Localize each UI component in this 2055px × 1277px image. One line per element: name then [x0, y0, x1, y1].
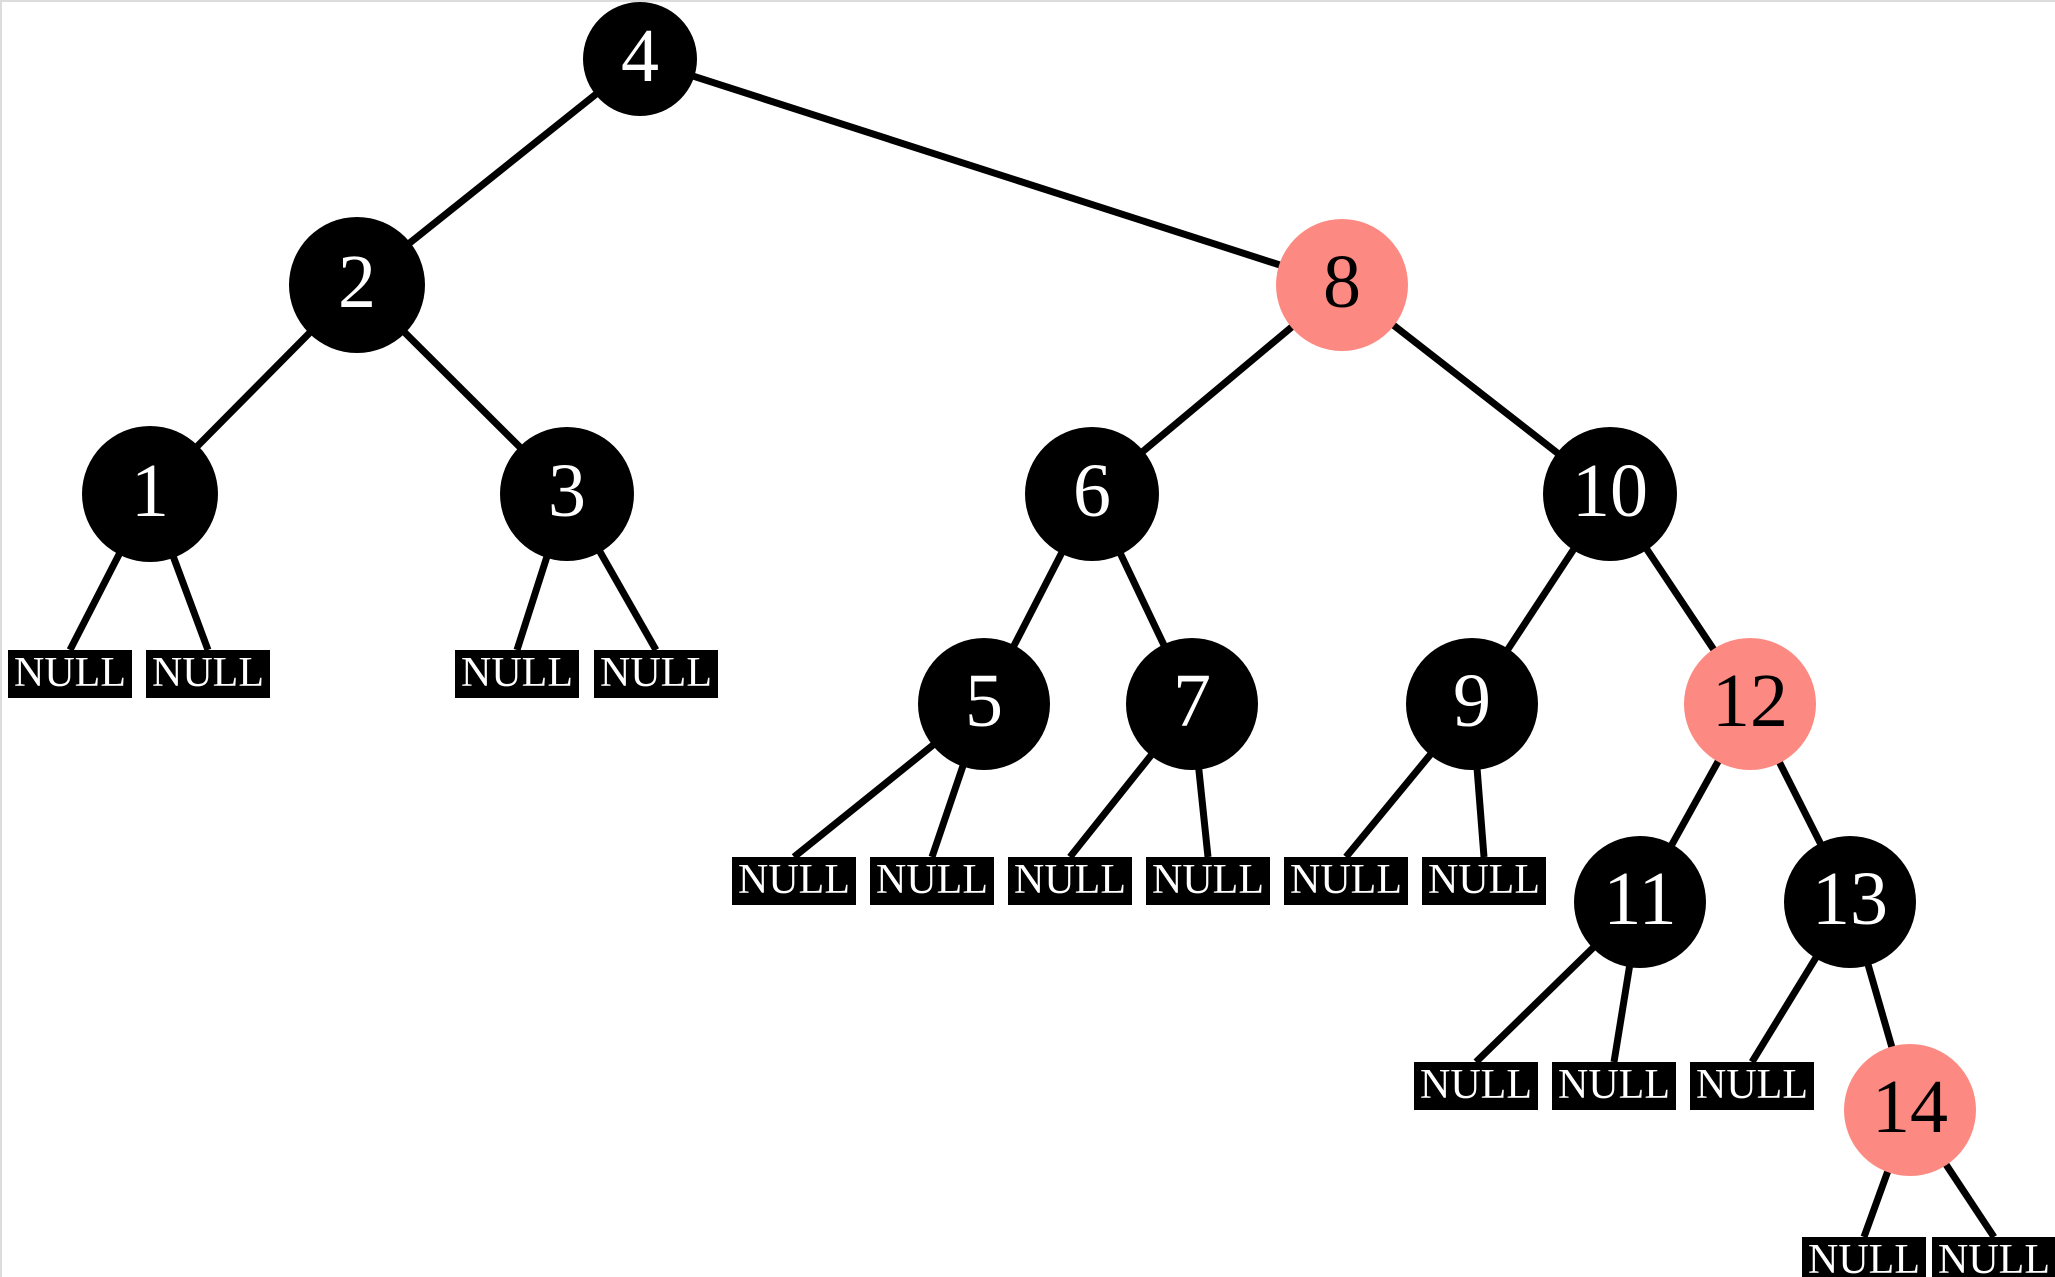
tree-node-11[interactable]: 11 — [1574, 836, 1706, 968]
null-leaf-label: NULL — [14, 650, 126, 696]
null-leaf: NULL — [1422, 857, 1546, 905]
null-leaf: NULL — [870, 857, 994, 905]
tree-node-1[interactable]: 1 — [82, 426, 218, 562]
tree-edge — [1137, 321, 1298, 458]
tree-node-label: 4 — [621, 14, 659, 98]
tree-edge — [1343, 748, 1437, 860]
tree-node-3[interactable]: 3 — [500, 427, 634, 561]
tree-edge — [1502, 543, 1580, 656]
null-leaf: NULL — [1802, 1237, 1926, 1277]
null-leaf-label: NULL — [1558, 1062, 1670, 1108]
tree-node-label: 14 — [1872, 1065, 1948, 1149]
tree-node-7[interactable]: 7 — [1126, 638, 1258, 770]
tree-edge — [928, 760, 968, 859]
tree-edge — [1860, 1165, 1893, 1239]
null-leaf: NULL — [8, 650, 132, 698]
tree-edge — [1940, 1158, 1997, 1239]
null-leaf-label: NULL — [1808, 1237, 1920, 1277]
tree-node-2[interactable]: 2 — [289, 217, 425, 353]
tree-node-13[interactable]: 13 — [1784, 836, 1916, 968]
tree-edge — [191, 326, 316, 453]
tree-node-6[interactable]: 6 — [1025, 427, 1159, 561]
tree-node-label: 1 — [131, 449, 169, 533]
tree-node-label: 10 — [1572, 449, 1648, 533]
null-leaf-label: NULL — [1420, 1062, 1532, 1108]
null-leaf-label: NULL — [152, 650, 264, 696]
tree-node-label: 9 — [1453, 659, 1491, 743]
tree-edge — [398, 326, 526, 453]
tree-node-label: 2 — [338, 240, 376, 324]
tree-node-label: 6 — [1073, 449, 1111, 533]
tree-node-5[interactable]: 5 — [918, 638, 1050, 770]
tree-edge — [168, 551, 212, 652]
tree-edge — [403, 88, 602, 249]
tree-node-label: 5 — [965, 659, 1003, 743]
tree-edge — [1473, 764, 1488, 858]
null-leaf: NULL — [455, 650, 579, 698]
null-leaf-label: NULL — [1428, 857, 1540, 903]
tree-node-label: 3 — [548, 449, 586, 533]
null-leaf: NULL — [594, 650, 718, 698]
tree-node-label: 13 — [1812, 857, 1888, 941]
tree-node-label: 12 — [1712, 659, 1788, 743]
tree-node-9[interactable]: 9 — [1406, 638, 1538, 770]
null-leaf: NULL — [1284, 857, 1408, 905]
tree-node-label: 8 — [1323, 240, 1361, 324]
tree-node-10[interactable]: 10 — [1543, 427, 1677, 561]
null-leaf-label: NULL — [1290, 857, 1402, 903]
null-leaf-label: NULL — [876, 857, 988, 903]
null-leaf-label: NULL — [1696, 1062, 1808, 1108]
tree-edge — [1749, 951, 1822, 1064]
tree-edge — [1610, 961, 1634, 1063]
null-leaf: NULL — [732, 857, 856, 905]
null-leaf-label: NULL — [1938, 1237, 2050, 1277]
null-leaf: NULL — [146, 650, 270, 698]
tree-edge — [1067, 749, 1157, 860]
tree-edge — [1194, 764, 1212, 858]
null-leaf: NULL — [1008, 857, 1132, 905]
tree-edge — [1666, 755, 1724, 851]
null-leaf-label: NULL — [1152, 857, 1264, 903]
tree-node-4[interactable]: 4 — [583, 2, 697, 116]
tree-edge — [1863, 959, 1897, 1053]
tree-edge — [513, 551, 552, 652]
tree-edge — [791, 739, 939, 860]
tree-edge — [66, 548, 125, 652]
null-leaf-label: NULL — [738, 857, 850, 903]
null-leaf-label: NULL — [461, 650, 573, 696]
tree-edge — [1473, 941, 1599, 1065]
null-leaf-label: NULL — [600, 650, 712, 696]
tree-edge — [1641, 543, 1720, 656]
null-leaf: NULL — [1414, 1062, 1538, 1110]
null-leaf: NULL — [1146, 857, 1270, 905]
null-leaf: NULL — [1552, 1062, 1676, 1110]
tree-edge — [1115, 548, 1170, 651]
tree-edge — [1774, 756, 1826, 850]
tree-edge — [688, 71, 1286, 270]
null-leaf-label: NULL — [1014, 857, 1126, 903]
tree-node-label: 7 — [1173, 659, 1211, 743]
null-leaf: NULL — [1690, 1062, 1814, 1110]
tree-node-12[interactable]: 12 — [1684, 638, 1816, 770]
tree-node-14[interactable]: 14 — [1844, 1044, 1976, 1176]
null-leaf: NULL — [1932, 1237, 2055, 1277]
tree-edge — [1387, 319, 1564, 459]
tree-node-8[interactable]: 8 — [1276, 219, 1408, 351]
tree-edge — [594, 545, 660, 652]
tree-edge — [1008, 547, 1067, 652]
tree-node-label: 11 — [1603, 857, 1677, 941]
